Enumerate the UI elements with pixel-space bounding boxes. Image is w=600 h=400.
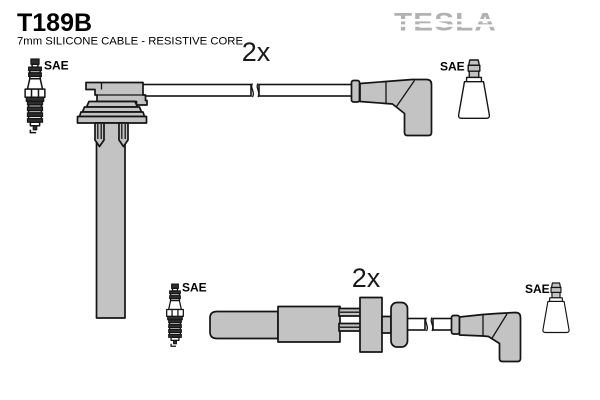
cable-spec-subtitle: 7mm SILICONE CABLE - RESISTIVE CORE xyxy=(17,36,243,48)
logo-stripe xyxy=(392,19,500,22)
sae-label-bottom-right: SAE xyxy=(525,282,550,296)
quantity-label-top: 2x xyxy=(242,37,271,67)
wire-break-mark xyxy=(251,83,254,98)
boot-neck xyxy=(381,315,392,334)
quantity-label-bottom: 2x xyxy=(352,263,381,293)
boot-shaft xyxy=(209,310,279,340)
cable-wire xyxy=(258,83,354,97)
cable-wire xyxy=(139,83,252,97)
brand-logo-text: TESLA xyxy=(394,9,497,37)
cable-wire xyxy=(432,317,453,331)
boot-mid-section xyxy=(277,305,341,343)
wire-break-mark xyxy=(425,317,428,332)
wire-break-mark xyxy=(256,83,260,98)
sae-label-top-right: SAE xyxy=(440,60,465,74)
wire-break-mark xyxy=(430,317,434,332)
sae-label-bottom-left: SAE xyxy=(182,281,207,295)
boot-leg xyxy=(118,122,129,148)
bottom-cable-assembly xyxy=(209,296,522,363)
boot-shaft xyxy=(95,122,126,319)
elbow-boot xyxy=(458,311,522,363)
boot-base-flange xyxy=(76,115,148,124)
top-cable-assembly xyxy=(76,78,433,319)
boot-leg xyxy=(94,122,105,148)
wire-ferrule xyxy=(350,79,361,103)
spark-plug-icon xyxy=(166,283,184,347)
spark-plug-icon xyxy=(24,58,46,134)
elbow-boot xyxy=(359,78,433,137)
coil-boot-head xyxy=(359,296,383,353)
wire-ferrule xyxy=(450,314,461,335)
part-number: T189B xyxy=(17,9,92,37)
logo-stripe xyxy=(392,24,500,27)
sae-label-top-left: SAE xyxy=(44,59,69,73)
boot-flange xyxy=(390,301,409,348)
tesla-brand-logo: TESLA xyxy=(392,9,500,37)
